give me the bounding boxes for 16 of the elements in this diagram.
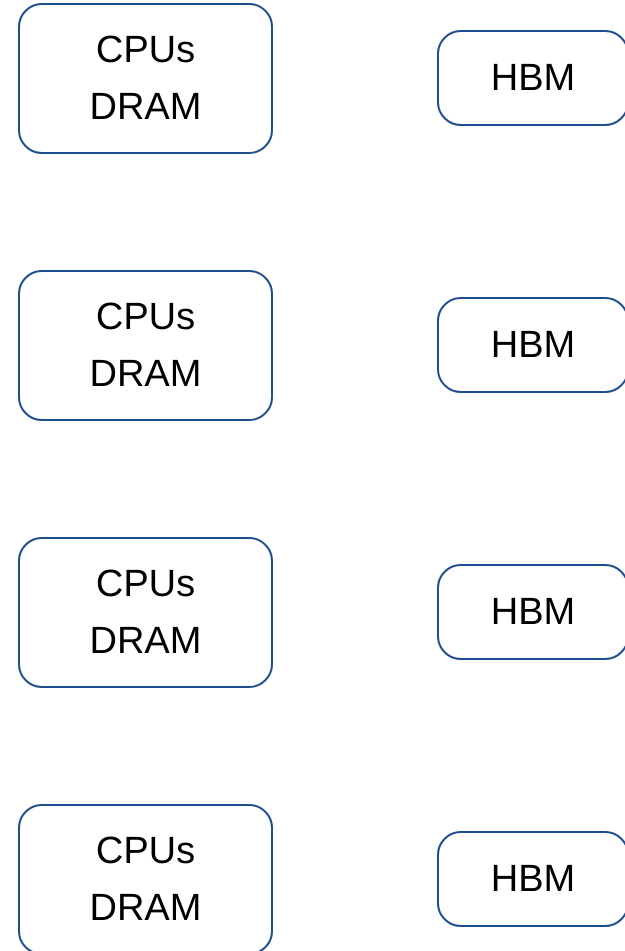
process-box: [18, 270, 273, 421]
box-label: CPUs DRAM: [88, 28, 202, 130]
process-box: [437, 30, 625, 126]
box-label: CPUs DRAM: [88, 294, 202, 396]
box-label: HBM: [490, 322, 576, 368]
box-label: HBM: [490, 56, 576, 100]
process-box: [18, 537, 273, 688]
process-box: [18, 804, 273, 951]
box-label: HBM: [490, 590, 576, 634]
process-box: [437, 564, 625, 660]
process-box: [437, 831, 625, 927]
box-label: CPUs DRAM: [88, 562, 202, 664]
box-label: HBM: [490, 856, 576, 902]
box-label: CPUs DRAM: [88, 828, 202, 930]
process-box: [437, 297, 625, 393]
process-box: [18, 3, 273, 154]
